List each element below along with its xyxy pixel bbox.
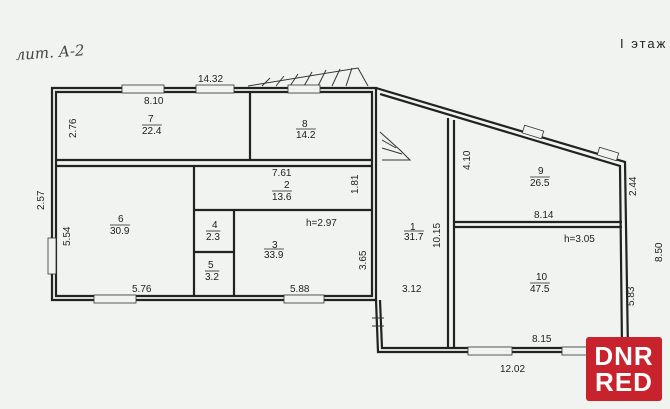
svg-text:2.3: 2.3 (206, 232, 220, 243)
dim-room7-width: 8.10 (144, 96, 164, 107)
svg-text:4: 4 (212, 220, 218, 231)
room-7: 7 22.4 (142, 114, 162, 137)
dim-room10-width: 8.14 (534, 210, 554, 221)
dim-room9-right: 2.44 (628, 176, 639, 196)
room-9: 9 26.5 (530, 166, 550, 189)
dim-right-total: 8.50 (654, 242, 665, 262)
svg-text:13.6: 13.6 (272, 192, 292, 203)
dim-room6-height: 5.54 (62, 226, 73, 246)
window (195, 84, 235, 94)
svg-text:30.9: 30.9 (110, 226, 130, 237)
svg-text:3.2: 3.2 (205, 272, 219, 283)
svg-text:9: 9 (538, 166, 544, 177)
watermark-logo: DNR RED (586, 337, 662, 401)
dim-corridor-top: 7.61 (272, 168, 292, 179)
svg-text:5: 5 (208, 260, 214, 271)
window (467, 346, 513, 356)
svg-text:14.2: 14.2 (296, 130, 316, 141)
svg-text:6: 6 (118, 214, 124, 225)
dim-ceiling-left: h=2.97 (306, 218, 337, 229)
svg-text:1: 1 (410, 222, 416, 233)
dim-room9-left: 4.10 (462, 150, 473, 170)
room-6: 6 30.9 (110, 214, 130, 237)
dim-room10-bottom: 8.15 (532, 334, 552, 345)
svg-text:8: 8 (302, 119, 308, 130)
room-3: 3 33.9 (264, 240, 284, 261)
dim-bottom-total: 12.02 (500, 364, 525, 375)
dim-room6-bottom: 5.76 (132, 284, 152, 295)
svg-text:2: 2 (284, 180, 290, 191)
window (93, 294, 137, 304)
dim-room3-bottom: 5.88 (290, 284, 310, 295)
svg-text:22.4: 22.4 (142, 126, 162, 137)
dim-room3-right: 3.65 (358, 250, 369, 270)
svg-text:31.7: 31.7 (404, 232, 424, 243)
room-5: 5 3.2 (205, 260, 220, 283)
room-4: 4 2.3 (206, 220, 221, 243)
dim-room1-bottom: 3.12 (402, 284, 422, 295)
svg-text:7: 7 (148, 114, 154, 125)
svg-text:33.9: 33.9 (264, 250, 284, 261)
window (287, 84, 321, 94)
svg-text:3: 3 (272, 240, 278, 251)
window (47, 237, 57, 275)
room-1: 1 31.7 (404, 222, 424, 243)
staircase-top (247, 67, 369, 87)
dim-room10-right: 5.83 (626, 286, 637, 306)
left-block-outline (50, 86, 378, 302)
window (121, 84, 165, 94)
room-10: 10 47.5 (530, 272, 550, 295)
window (596, 146, 620, 162)
floor-label: I этаж (620, 36, 667, 51)
window (521, 124, 545, 140)
window (283, 294, 325, 304)
svg-text:26.5: 26.5 (530, 178, 550, 189)
dim-left-total: 2.57 (36, 190, 47, 210)
staircase-small (379, 131, 412, 161)
left-block-inner (54, 90, 374, 298)
room-2: 2 13.6 (272, 180, 292, 203)
svg-text:47.5: 47.5 (530, 284, 550, 295)
svg-text:10: 10 (536, 272, 548, 283)
room-8: 8 14.2 (296, 119, 316, 141)
right-block-outline (374, 86, 630, 354)
dim-room1-height: 10.15 (432, 223, 443, 248)
handwritten-note: лит. А-2 (15, 41, 85, 64)
dim-room7-height: 2.76 (68, 118, 79, 138)
dim-top-total: 14.32 (198, 74, 223, 85)
dim-corridor-right: 1.81 (350, 174, 361, 194)
dim-ceiling-right: h=3.05 (564, 234, 595, 245)
